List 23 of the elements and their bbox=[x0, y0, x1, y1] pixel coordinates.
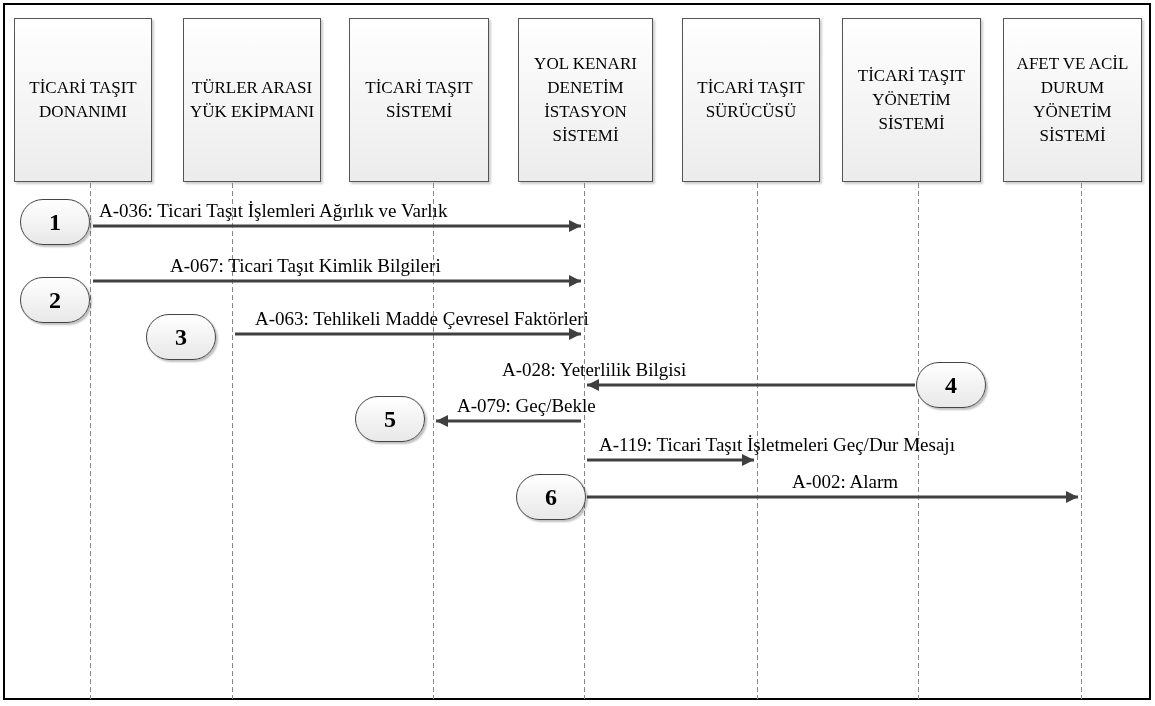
arrow bbox=[93, 275, 581, 287]
lifeline bbox=[87, 183, 93, 699]
arrow bbox=[436, 415, 581, 427]
edge-label: A-063: Tehlikeli Madde Çevresel Faktörleri bbox=[254, 308, 590, 330]
participant-box: TİCARİ TAŞIT DONANIMI bbox=[14, 18, 152, 182]
participant-box: TİCARİ TAŞIT SİSTEMİ bbox=[349, 18, 489, 182]
participant-box: TÜRLER ARASI YÜK EKİPMANI bbox=[183, 18, 321, 182]
lifeline bbox=[1078, 183, 1084, 699]
edge-label: A-119: Ticari Taşıt İşletmeleri Geç/Dur Mesajı bbox=[598, 434, 956, 456]
arrow bbox=[587, 379, 915, 391]
arrow bbox=[587, 454, 754, 466]
arrow bbox=[235, 328, 581, 340]
edge-label: A-028: Yeterlilik Bilgisi bbox=[501, 359, 688, 381]
edge-label: A-036: Ticari Taşıt İşlemleri Ağırlık ve Varlık bbox=[98, 200, 449, 222]
edge-label: A-067: Ticari Taşıt Kimlik Bilgileri bbox=[169, 255, 442, 277]
arrow bbox=[93, 220, 581, 232]
participant-box: AFET VE ACİL DURUM YÖNETİM SİSTEMİ bbox=[1003, 18, 1142, 182]
participant-box: YOL KENARI DENETİM İSTASYON SİSTEMİ bbox=[518, 18, 653, 182]
participant-box: TİCARİ TAŞIT SÜRÜCÜSÜ bbox=[682, 18, 820, 182]
edge-label: A-079: Geç/Bekle bbox=[456, 395, 597, 417]
participant-box: TİCARİ TAŞIT YÖNETİM SİSTEMİ bbox=[842, 18, 981, 182]
edge-label: A-002: Alarm bbox=[791, 471, 900, 493]
arrow bbox=[587, 491, 1078, 503]
